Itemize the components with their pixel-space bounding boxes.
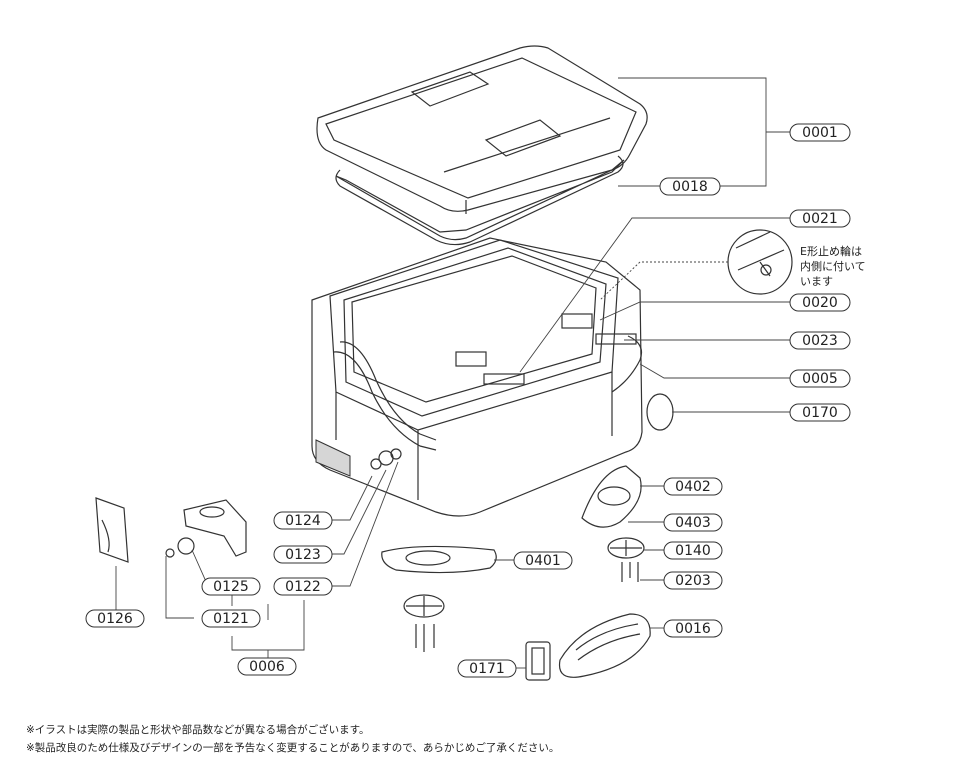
detail-circle <box>727 229 793 295</box>
svg-text:0121: 0121 <box>213 611 249 627</box>
svg-text:0023: 0023 <box>802 333 838 349</box>
svg-text:0171: 0171 <box>469 661 505 677</box>
foot-right-illustration <box>581 465 645 582</box>
detail-note-line2: 内側に付いて <box>800 259 866 273</box>
svg-text:0140: 0140 <box>675 543 711 559</box>
svg-text:0005: 0005 <box>802 371 838 387</box>
detail-note-line1: E形止め輪は <box>800 244 862 258</box>
disclaimer-line2: ※製品改良のため仕様及びデザインの一部を予告なく変更することがありますので、あら… <box>26 742 560 754</box>
foot-left-illustration <box>381 545 497 652</box>
svg-text:0001: 0001 <box>802 125 838 141</box>
detail-note-line3: います <box>800 275 833 288</box>
callout-0140[interactable]: 0140 <box>663 541 723 560</box>
handle-grip-illustration <box>558 613 651 678</box>
callout-0023[interactable]: 0023 <box>789 331 851 350</box>
gasket-illustration <box>335 159 625 241</box>
svg-text:0021: 0021 <box>802 211 838 227</box>
callout-0170[interactable]: 0170 <box>789 403 851 422</box>
cooler-body-illustration <box>311 237 643 517</box>
callout-0123[interactable]: 0123 <box>273 545 333 564</box>
svg-text:0126: 0126 <box>97 611 133 627</box>
svg-text:0203: 0203 <box>675 573 711 589</box>
svg-text:0170: 0170 <box>802 405 838 421</box>
svg-text:0124: 0124 <box>285 513 321 529</box>
svg-text:0403: 0403 <box>675 515 711 531</box>
disclaimer-line1: ※イラストは実際の製品と形状や部品数などが異なる場合がございます。 <box>26 724 370 736</box>
callout-0124[interactable]: 0124 <box>273 511 333 530</box>
callout-0125[interactable]: 0125 <box>201 577 261 596</box>
callout-0021[interactable]: 0021 <box>789 209 851 228</box>
lid-illustration <box>316 45 648 214</box>
callout-0006[interactable]: 0006 <box>237 657 297 676</box>
svg-text:0018: 0018 <box>672 179 708 195</box>
callout-0402[interactable]: 0402 <box>663 477 723 496</box>
svg-text:0401: 0401 <box>525 553 561 569</box>
svg-text:0123: 0123 <box>285 547 321 563</box>
callout-0001[interactable]: 0001 <box>789 123 851 142</box>
callout-0126[interactable]: 0126 <box>85 609 145 628</box>
svg-text:0125: 0125 <box>213 579 249 595</box>
callout-0203[interactable]: 0203 <box>663 571 723 590</box>
svg-text:0020: 0020 <box>802 295 838 311</box>
svg-text:0006: 0006 <box>249 659 285 675</box>
callout-0020[interactable]: 0020 <box>789 293 851 312</box>
callout-0171[interactable]: 0171 <box>457 659 517 678</box>
drain-plug-illustration <box>165 499 247 558</box>
svg-text:0402: 0402 <box>675 479 711 495</box>
seal-sheet-illustration <box>95 497 129 563</box>
callout-0121[interactable]: 0121 <box>201 609 261 628</box>
callout-0403[interactable]: 0403 <box>663 513 723 532</box>
callout-0005[interactable]: 0005 <box>789 369 851 388</box>
callout-0016[interactable]: 0016 <box>663 619 723 638</box>
svg-text:0016: 0016 <box>675 621 711 637</box>
callout-0018[interactable]: 0018 <box>659 177 721 196</box>
label-sticker-illustration <box>646 393 674 431</box>
svg-text:0122: 0122 <box>285 579 321 595</box>
callout-0401[interactable]: 0401 <box>513 551 573 570</box>
callout-0122[interactable]: 0122 <box>273 577 333 596</box>
